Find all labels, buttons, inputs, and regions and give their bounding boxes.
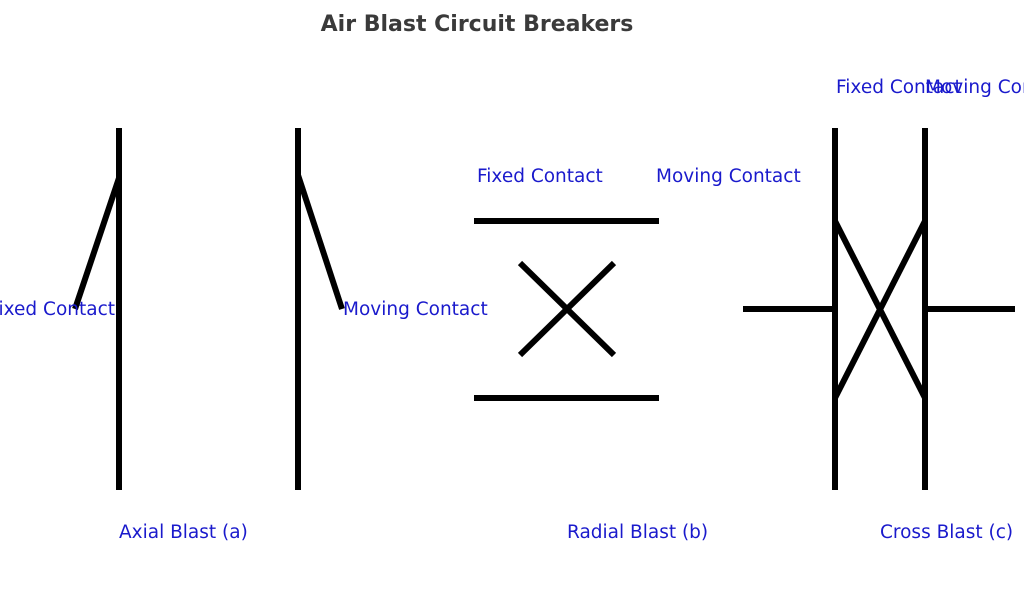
cross-blast-caption: Cross Blast (c): [880, 522, 1013, 543]
radial-blast-group: Fixed Contact Moving Contact Radial Blas…: [474, 166, 801, 543]
cross-moving-contact-label: Moving Contact: [925, 77, 1024, 98]
cross-blast-group: Fixed Contact Moving Contact Cross Blast…: [743, 77, 1024, 543]
axial-blast-group: Fixed Contact Moving Contact Axial Blast…: [0, 128, 488, 543]
radial-cross-stroke-2: [517, 260, 617, 358]
axial-fixed-contact-label: Fixed Contact: [0, 299, 115, 320]
cross-diagonal-2: [832, 219, 928, 400]
radial-fixed-contact-label: Fixed Contact: [477, 166, 603, 187]
axial-moving-contact-arm: [295, 174, 345, 310]
axial-moving-contact-label: Moving Contact: [343, 299, 488, 320]
axial-fixed-contact-arm: [72, 177, 122, 310]
radial-blast-caption: Radial Blast (b): [567, 522, 708, 543]
diagram-title: Air Blast Circuit Breakers: [321, 12, 634, 37]
axial-blast-caption: Axial Blast (a): [119, 522, 248, 543]
radial-moving-contact-label: Moving Contact: [656, 166, 801, 187]
cross-fixed-contact-label: Fixed Contact: [836, 77, 962, 98]
